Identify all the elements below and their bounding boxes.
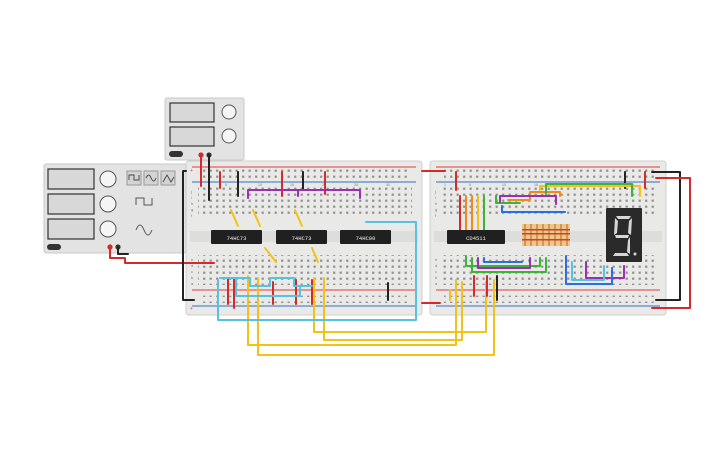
svg-text:25: 25	[354, 183, 358, 187]
svg-text:h: h	[191, 201, 193, 206]
svg-text:d: d	[435, 263, 437, 268]
voltage-display	[169, 102, 215, 123]
svg-text:a: a	[191, 281, 194, 286]
chip-label: CD4511	[466, 235, 487, 242]
svg-text:j: j	[190, 189, 192, 194]
chip-label: 74HC73	[292, 235, 312, 242]
svg-text:j: j	[434, 189, 436, 194]
svg-text:10: 10	[502, 183, 506, 187]
chip-74hc73-a[interactable]: 74HC73	[211, 230, 262, 244]
svg-text:15: 15	[534, 183, 538, 187]
svg-text:g: g	[435, 207, 437, 212]
svg-text:b: b	[191, 275, 194, 280]
svg-text:e: e	[435, 257, 438, 262]
svg-text:c: c	[191, 269, 193, 274]
svg-text:c: c	[435, 269, 437, 274]
svg-text:i: i	[191, 195, 192, 200]
svg-text:5: 5	[225, 183, 227, 187]
wires[interactable]	[109, 154, 691, 356]
svg-text:i: i	[435, 195, 436, 200]
chip-74hc73-b[interactable]: 74HC73	[276, 230, 327, 244]
seven-segment-display[interactable]	[606, 208, 642, 262]
svg-text:b: b	[435, 275, 438, 280]
svg-text:e: e	[191, 257, 194, 262]
current-knob[interactable]	[221, 128, 237, 144]
svg-text:20: 20	[322, 183, 326, 187]
amplitude-knob[interactable]	[99, 195, 117, 213]
svg-text:1: 1	[444, 183, 446, 187]
current-display	[169, 126, 215, 147]
chip-74hc00[interactable]: 74HC00	[340, 230, 391, 244]
chip-label: 74HC73	[227, 235, 247, 242]
row-letters-left: j i h g f e d c b a	[190, 189, 194, 286]
svg-text:h: h	[435, 201, 437, 206]
offset-display	[47, 218, 95, 240]
svg-text:g: g	[191, 207, 193, 212]
svg-text:d: d	[191, 263, 193, 268]
svg-text:+: +	[190, 306, 193, 312]
chip-cd4511[interactable]: CD4511	[447, 230, 505, 244]
svg-text:a: a	[435, 281, 438, 286]
svg-text:+: +	[190, 168, 193, 174]
svg-text:15: 15	[290, 183, 294, 187]
seven-segment-digit	[613, 216, 637, 256]
row-letters-right: j i h g f e d c b a	[434, 189, 438, 286]
sine-symbol-icon	[135, 224, 153, 236]
voltage-knob[interactable]	[221, 104, 237, 120]
power-switch[interactable]	[169, 151, 183, 157]
resistor-array[interactable]	[522, 224, 570, 246]
frequency-knob[interactable]	[99, 170, 117, 188]
square-symbol-icon	[135, 197, 153, 206]
chip-label: 74HC00	[356, 235, 376, 242]
svg-text:f: f	[191, 213, 193, 218]
svg-text:f: f	[435, 213, 437, 218]
svg-text:5: 5	[469, 183, 471, 187]
amplitude-display	[47, 193, 95, 215]
svg-text:10: 10	[258, 183, 262, 187]
offset-knob[interactable]	[99, 220, 117, 238]
power-switch[interactable]	[47, 244, 61, 250]
dc-power-supply-small[interactable]	[164, 97, 245, 161]
function-generator[interactable]	[43, 163, 187, 254]
svg-text:30: 30	[386, 183, 390, 187]
frequency-display	[47, 168, 95, 190]
